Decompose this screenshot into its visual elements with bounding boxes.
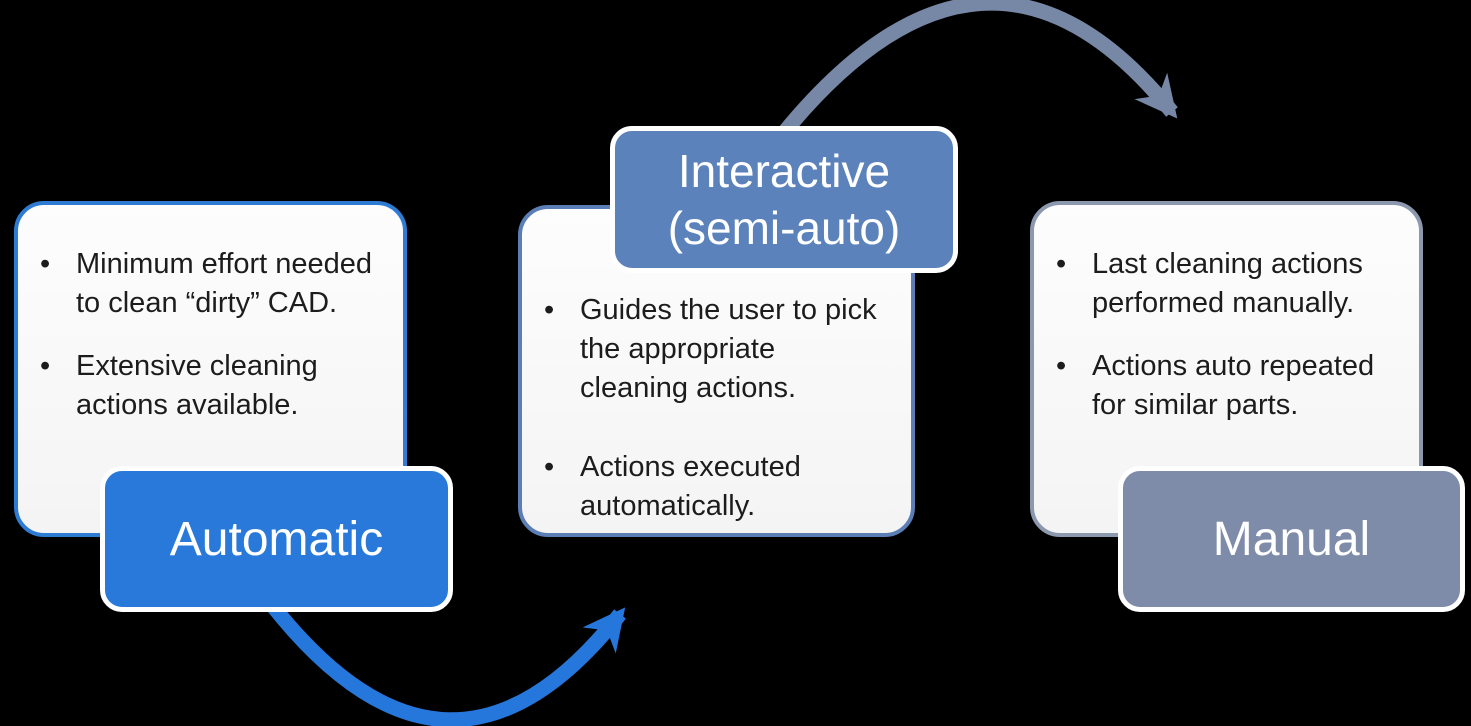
tag-manual: Manual — [1118, 466, 1465, 612]
bullet-line: the appropriate — [580, 333, 776, 365]
bullet-item: • Last cleaning actions performed manual… — [1056, 245, 1405, 323]
bullet-item: • Guides the user to pick the appropriat… — [544, 291, 897, 408]
tag-interactive: Interactive (semi-auto) — [610, 126, 958, 273]
bullet-text: Extensive cleaning actions available. — [76, 347, 318, 425]
bullet-dot: • — [544, 451, 555, 483]
bullet-dot: • — [1056, 350, 1067, 382]
bullet-text: Actions auto repeated for similar parts. — [1092, 347, 1374, 425]
bullet-item: • Extensive cleaning actions available. — [40, 347, 389, 425]
bullet-line: cleaning actions. — [580, 372, 797, 404]
bullet-line: Actions auto repeated — [1092, 350, 1375, 382]
bullet-item: • Actions executed automatically. — [544, 448, 897, 526]
arrow-interactive-to-manual — [772, 0, 1178, 145]
tag-label: Manual — [1212, 512, 1371, 566]
bullet-text: Minimum effort needed to clean “dirty” C… — [76, 245, 372, 323]
bullet-line: automatically. — [580, 490, 756, 522]
tag-automatic: Automatic — [100, 466, 453, 612]
tag-label: Automatic — [169, 512, 384, 566]
arrow-automatic-to-interactive — [266, 600, 626, 726]
card-body: • Last cleaning actions performed manual… — [1034, 205, 1419, 425]
bullet-text: Guides the user to pick the appropriate … — [580, 291, 877, 408]
bullet-item: • Minimum effort needed to clean “dirty”… — [40, 245, 389, 323]
bullet-line: for similar parts. — [1092, 389, 1299, 421]
bullet-line: Last cleaning actions — [1092, 248, 1363, 280]
card-automatic: • Minimum effort needed to clean “dirty”… — [14, 201, 407, 537]
bullet-dot: • — [40, 248, 51, 280]
bullet-dot: • — [1056, 248, 1067, 280]
bullet-line: Minimum effort needed — [76, 248, 373, 280]
bullet-item: • Actions auto repeated for similar part… — [1056, 347, 1405, 425]
bullet-dot: • — [544, 294, 555, 326]
bullet-line: actions available. — [76, 389, 299, 421]
bullet-dot: • — [40, 350, 51, 382]
bullet-line: Guides the user to pick — [580, 294, 877, 326]
bullet-text: Actions executed automatically. — [580, 448, 801, 526]
bullet-line: Actions executed — [580, 451, 801, 483]
bullet-line: to clean “dirty” CAD. — [76, 287, 338, 319]
bullet-line: performed manually. — [1092, 287, 1355, 319]
tag-label-line: (semi-auto) — [667, 201, 901, 254]
card-body: • Guides the user to pick the appropriat… — [522, 209, 911, 526]
bullet-text: Last cleaning actions performed manually… — [1092, 245, 1363, 323]
card-body: • Minimum effort needed to clean “dirty”… — [18, 205, 403, 425]
tag-label-line: Interactive — [677, 144, 891, 197]
bullet-line: Extensive cleaning — [76, 350, 318, 382]
